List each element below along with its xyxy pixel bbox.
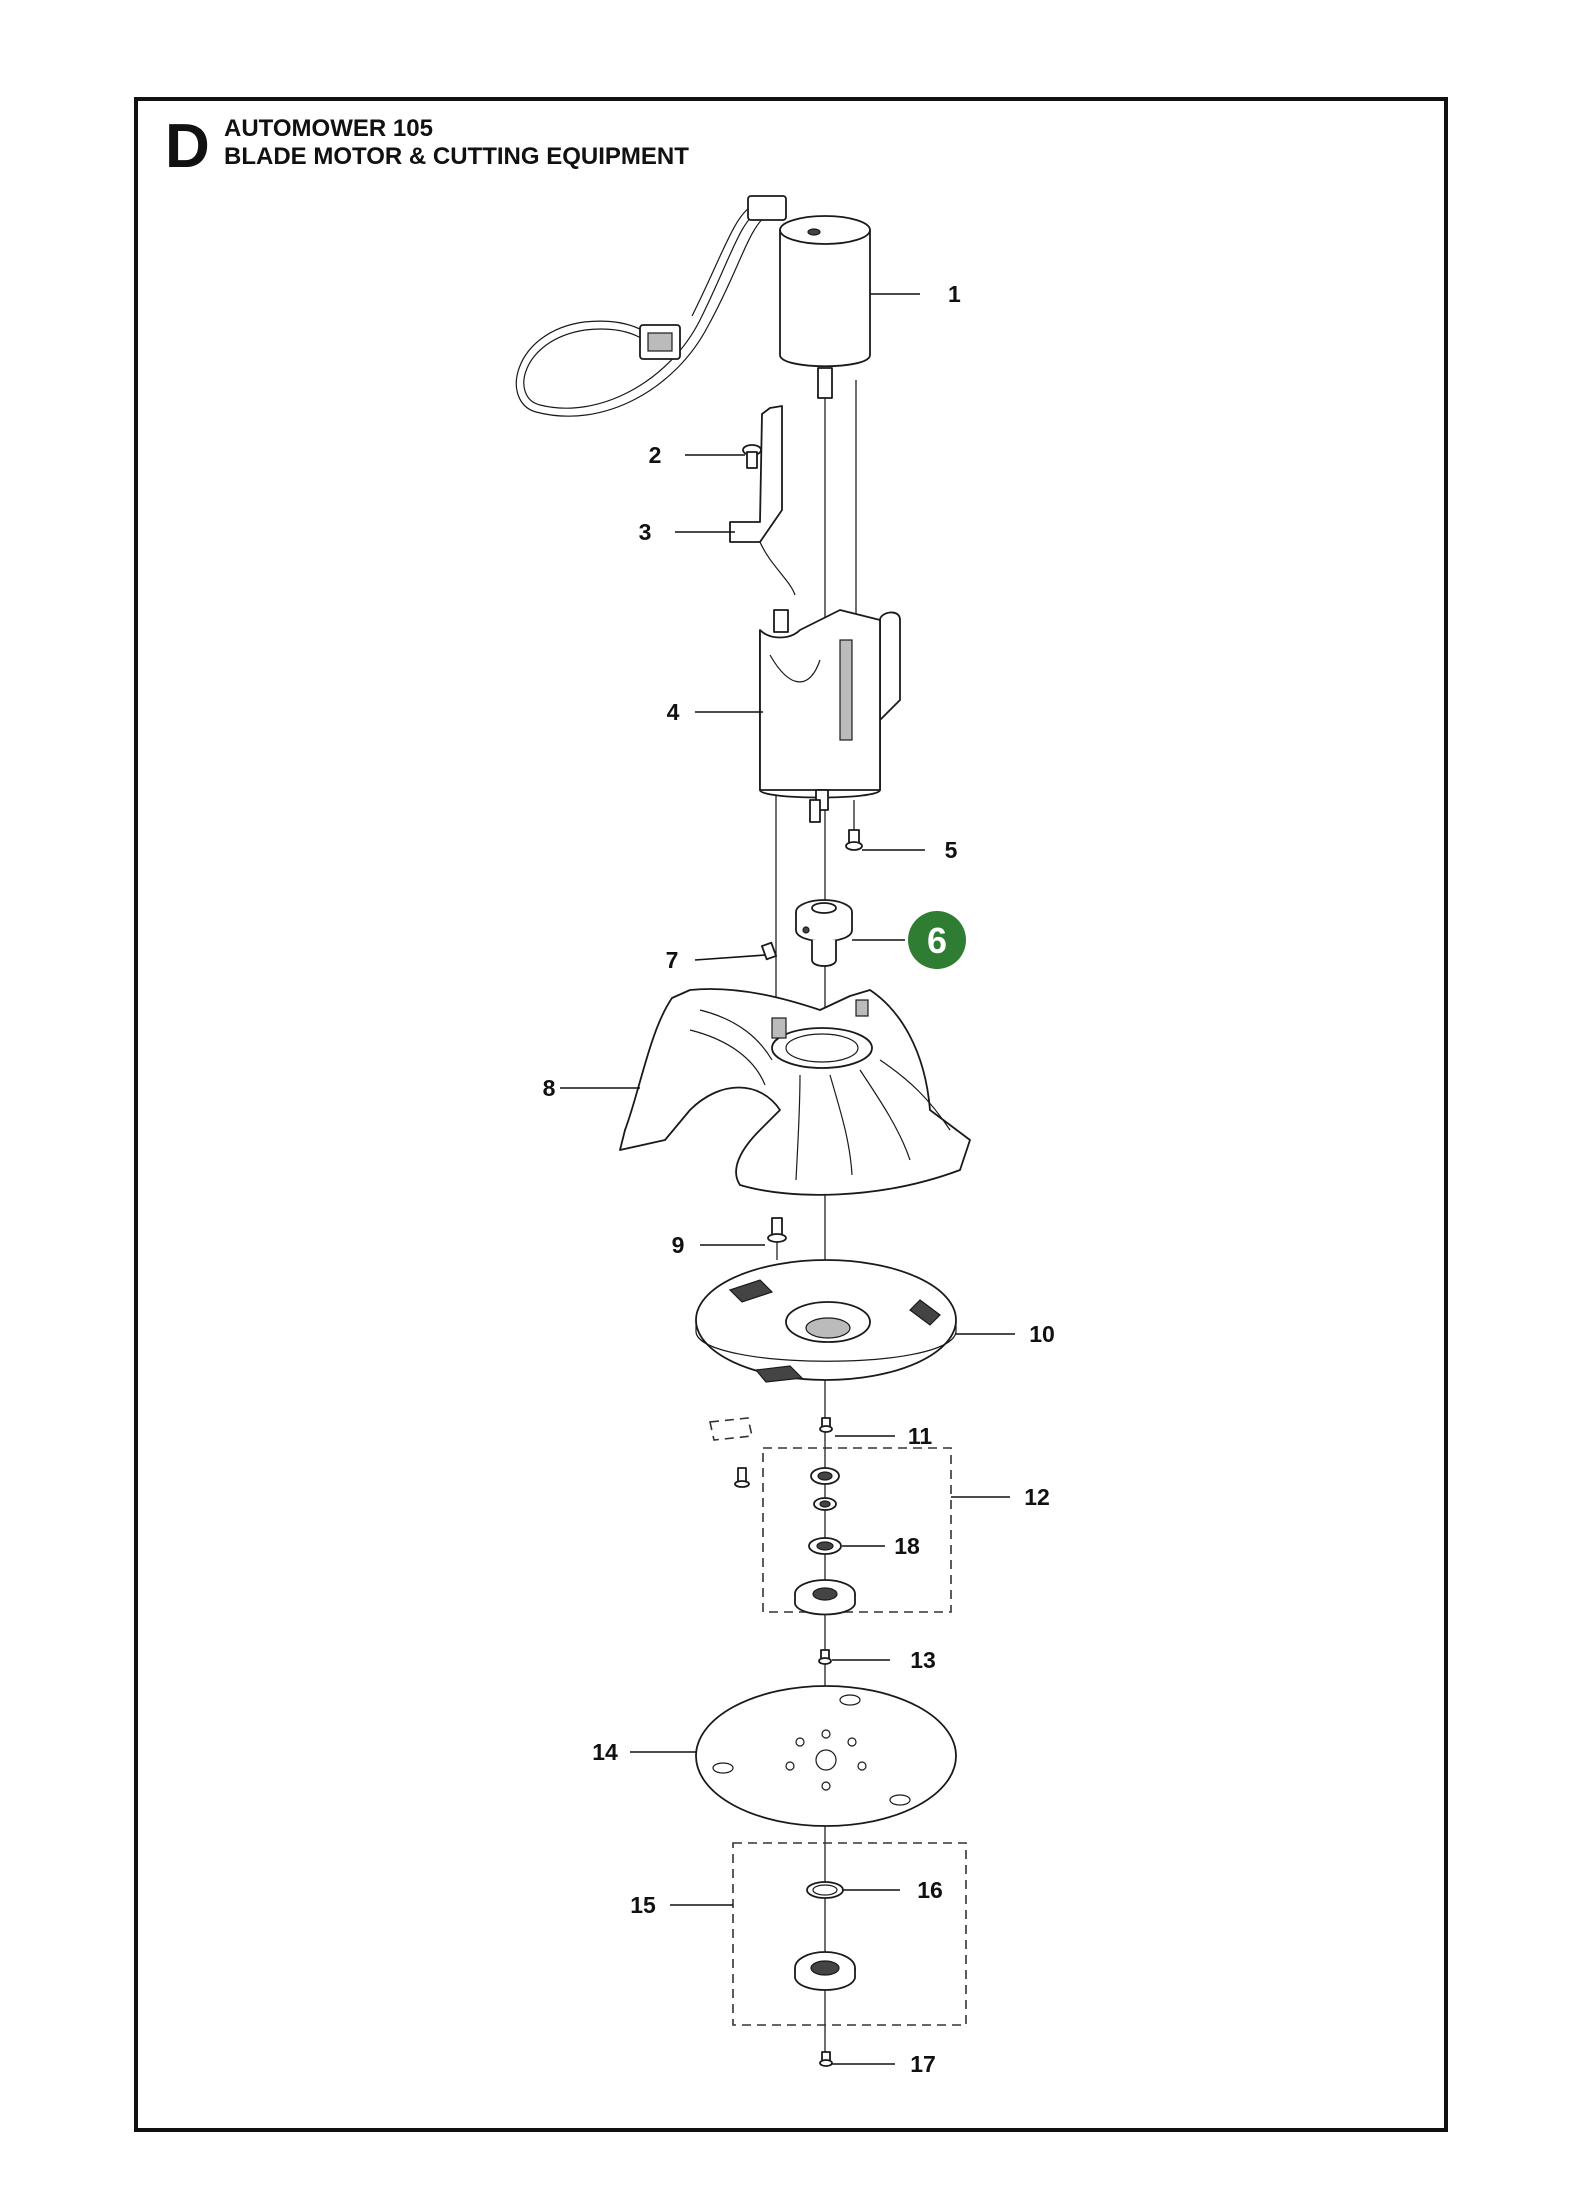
screw-5-part	[845, 800, 863, 851]
section-title: BLADE MOTOR & CUTTING EQUIPMENT	[224, 143, 689, 170]
callout-15: 15	[630, 1892, 656, 1918]
callout-13: 13	[910, 1647, 936, 1673]
callout-8: 8	[543, 1075, 556, 1101]
callout-4: 4	[667, 699, 680, 725]
callout-3: 3	[639, 519, 652, 545]
sliding-plate-part	[695, 1685, 957, 1827]
spare-blade-part	[709, 1417, 753, 1488]
model-title: AUTOMOWER 105	[224, 115, 433, 142]
motor-holder-part	[759, 609, 901, 823]
highlight-circle	[908, 911, 966, 969]
callout-2: 2	[649, 442, 662, 468]
screw-13-part	[818, 1649, 832, 1665]
kit-15-box	[732, 1842, 967, 2026]
callout-14: 14	[592, 1739, 618, 1765]
bearing-kit-box	[762, 1447, 952, 1613]
kit-15-parts	[794, 1881, 856, 1991]
callout-10: 10	[1029, 1321, 1055, 1347]
blade-guard-part	[619, 988, 971, 1196]
blade-disc-part	[695, 1259, 957, 1383]
screw-2-part	[742, 444, 762, 469]
screw-9-part	[767, 1217, 787, 1243]
set-screw-part	[761, 941, 777, 961]
callout-6-badge: 6	[908, 911, 966, 969]
callout-1: 1	[948, 281, 961, 307]
callout-18: 18	[894, 1533, 920, 1559]
blade-motor-part	[515, 195, 871, 417]
callout-5: 5	[945, 837, 958, 863]
callout-6: 6	[927, 920, 947, 961]
bracket-part	[729, 405, 796, 596]
callout-17: 17	[910, 2051, 936, 2077]
diagram-frame	[134, 97, 1448, 2132]
screw-17-part	[819, 2051, 833, 2067]
callout-16: 16	[917, 1877, 943, 1903]
hub-part	[795, 899, 853, 967]
section-letter: D	[165, 112, 210, 181]
bearing-kit-parts	[794, 1467, 856, 1616]
callout-7: 7	[666, 947, 679, 973]
screw-11-part	[819, 1417, 833, 1433]
callout-9: 9	[672, 1232, 685, 1258]
callout-11: 11	[908, 1423, 933, 1449]
leader-lines	[560, 293, 1015, 2065]
callout-12: 12	[1024, 1484, 1050, 1510]
